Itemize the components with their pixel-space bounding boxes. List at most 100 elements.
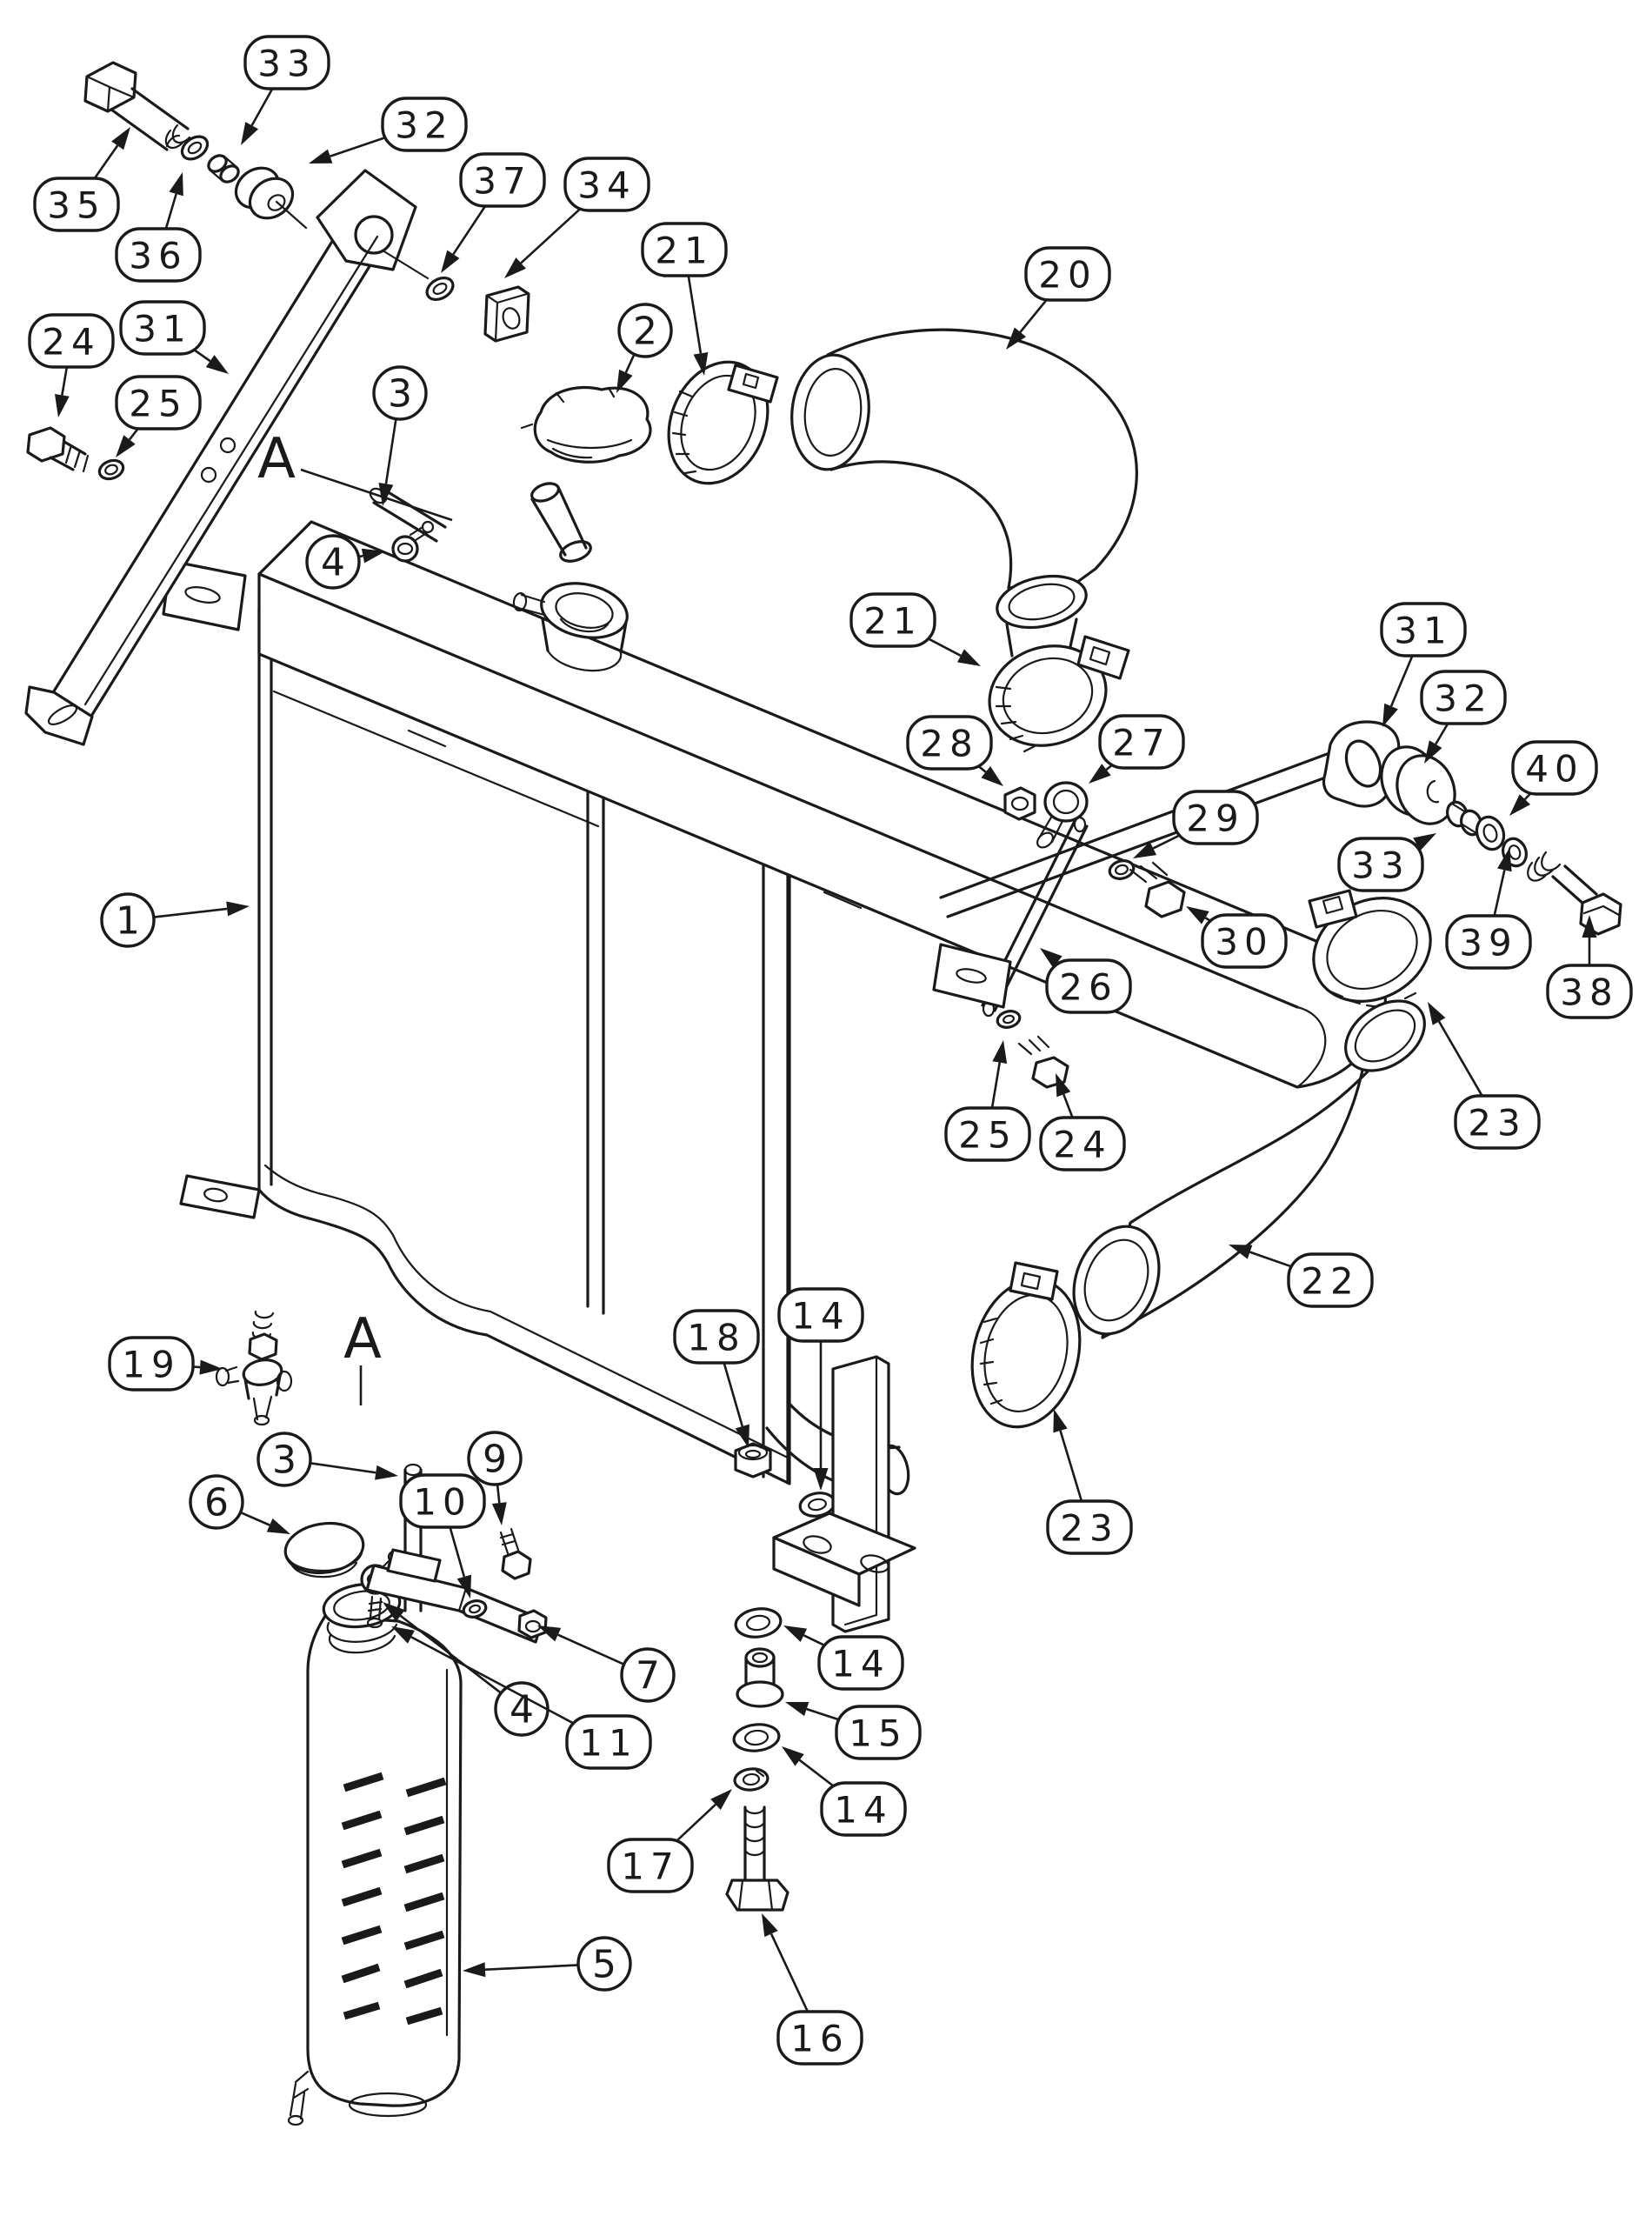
callout-bubble[interactable]: [1380, 602, 1467, 657]
callout-3[interactable]: 3: [256, 1432, 398, 1487]
callout-bubble[interactable]: [1046, 1499, 1133, 1555]
callout-bubble[interactable]: [849, 592, 936, 648]
callout-bubble[interactable]: [243, 35, 330, 90]
callout-21[interactable]: 21: [849, 592, 981, 666]
callout-14[interactable]: 14: [783, 1625, 904, 1691]
callout-33[interactable]: 33: [1337, 833, 1436, 892]
callout-bubble[interactable]: [1445, 914, 1532, 970]
callout-bubble[interactable]: [641, 222, 728, 277]
callout-bubble[interactable]: [1287, 1252, 1374, 1308]
callout-bubble[interactable]: [576, 1936, 632, 1992]
callout-21[interactable]: 21: [641, 222, 728, 376]
callout-16[interactable]: 16: [762, 1913, 863, 2066]
callout-29[interactable]: 29: [1133, 790, 1259, 858]
callout-25[interactable]: 25: [944, 1040, 1031, 1162]
callout-4[interactable]: 4: [305, 534, 385, 590]
callout-10[interactable]: 10: [399, 1473, 486, 1599]
callout-bubble[interactable]: [1024, 246, 1111, 302]
callout-14[interactable]: 14: [782, 1746, 907, 1837]
callout-bubble[interactable]: [1546, 964, 1633, 1019]
leader-arrowhead: [441, 250, 460, 273]
callout-bubble[interactable]: [673, 1309, 760, 1365]
callout-27[interactable]: 27: [1089, 714, 1185, 784]
callout-2[interactable]: 2: [616, 303, 673, 393]
callout-32[interactable]: 32: [309, 97, 468, 164]
callout-bubble[interactable]: [115, 227, 202, 283]
callout-22[interactable]: 22: [1229, 1245, 1374, 1308]
right-bracket-group-art: [932, 720, 1622, 1089]
callout-bubble[interactable]: [399, 1473, 486, 1529]
callout-40[interactable]: 40: [1509, 740, 1598, 816]
callout-24[interactable]: 24: [28, 313, 115, 417]
callout-33[interactable]: 33: [241, 35, 330, 145]
callout-24[interactable]: 24: [1039, 1073, 1126, 1171]
callout-bubble[interactable]: [820, 1781, 907, 1837]
callout-bubble[interactable]: [381, 97, 468, 152]
callout-bubble[interactable]: [305, 534, 361, 590]
callout-bubble[interactable]: [100, 892, 156, 948]
callout-bubble[interactable]: [1045, 958, 1132, 1014]
callout-20[interactable]: 20: [1006, 246, 1111, 350]
callout-31[interactable]: 31: [119, 300, 229, 374]
callout-9[interactable]: 9: [467, 1431, 523, 1525]
callout-32[interactable]: 32: [1420, 670, 1507, 764]
callout-bubble[interactable]: [189, 1474, 244, 1530]
callout-bubble[interactable]: [906, 715, 993, 771]
callout-11[interactable]: 11: [391, 1626, 652, 1770]
callout-bubble[interactable]: [115, 375, 202, 431]
callout-bubble[interactable]: [565, 1714, 652, 1770]
callout-bubble[interactable]: [1172, 790, 1259, 845]
callout-1[interactable]: 1: [100, 892, 250, 948]
callout-25[interactable]: 25: [115, 375, 202, 457]
callout-bubble[interactable]: [607, 1838, 694, 1893]
callout-bubble[interactable]: [1454, 1094, 1541, 1150]
callout-bubble[interactable]: [1511, 740, 1598, 796]
callout-bubble[interactable]: [1098, 714, 1185, 770]
callout-6[interactable]: 6: [189, 1474, 290, 1534]
callout-23[interactable]: 23: [1046, 1409, 1133, 1555]
callout-bubble[interactable]: [1201, 913, 1288, 969]
callout-3[interactable]: 3: [372, 365, 428, 506]
callout-bubble[interactable]: [33, 177, 120, 232]
callout-bubble[interactable]: [372, 365, 428, 421]
callout-36[interactable]: 36: [115, 172, 202, 283]
callout-bubble[interactable]: [459, 152, 546, 208]
callout-5[interactable]: 5: [463, 1936, 632, 1992]
callout-14[interactable]: 14: [777, 1287, 864, 1491]
callout-bubble[interactable]: [1420, 670, 1507, 725]
callout-bubble[interactable]: [108, 1336, 195, 1392]
leader-arrowhead: [309, 149, 333, 164]
callout-bubble[interactable]: [835, 1705, 922, 1760]
callout-31[interactable]: 31: [1380, 602, 1467, 727]
callout-19[interactable]: 19: [108, 1336, 223, 1392]
callout-15[interactable]: 15: [785, 1702, 922, 1760]
callout-bubble[interactable]: [119, 300, 206, 356]
callout-30[interactable]: 30: [1186, 906, 1288, 969]
callout-39[interactable]: 39: [1445, 848, 1532, 970]
callout-23[interactable]: 23: [1428, 1002, 1541, 1150]
callout-35[interactable]: 35: [33, 127, 130, 232]
callout-bubble[interactable]: [776, 2010, 863, 2066]
callout-34[interactable]: 34: [504, 157, 650, 278]
callout-bubble[interactable]: [817, 1635, 904, 1691]
callout-bubble[interactable]: [1039, 1116, 1126, 1171]
callout-bubble[interactable]: [28, 313, 115, 369]
callout-38[interactable]: 38: [1546, 915, 1633, 1019]
callout-4[interactable]: 4: [383, 1602, 550, 1737]
callout-17[interactable]: 17: [607, 1789, 732, 1893]
callout-bubble[interactable]: [467, 1431, 523, 1486]
left-bracket-group-art: [24, 61, 530, 746]
callout-bubble[interactable]: [777, 1287, 864, 1343]
callout-7[interactable]: 7: [537, 1625, 676, 1703]
callout-bubble[interactable]: [944, 1106, 1031, 1162]
callout-26[interactable]: 26: [1040, 948, 1132, 1014]
callout-bubble[interactable]: [563, 157, 650, 212]
callout-bubble[interactable]: [1337, 837, 1424, 892]
callout-bubble[interactable]: [617, 303, 673, 358]
callout-bubble[interactable]: [620, 1647, 676, 1703]
callout-18[interactable]: 18: [673, 1309, 760, 1448]
callout-28[interactable]: 28: [906, 715, 1003, 786]
callout-37[interactable]: 37: [441, 152, 546, 273]
callout-bubble[interactable]: [256, 1432, 312, 1487]
callout-number: 39: [1459, 922, 1517, 964]
